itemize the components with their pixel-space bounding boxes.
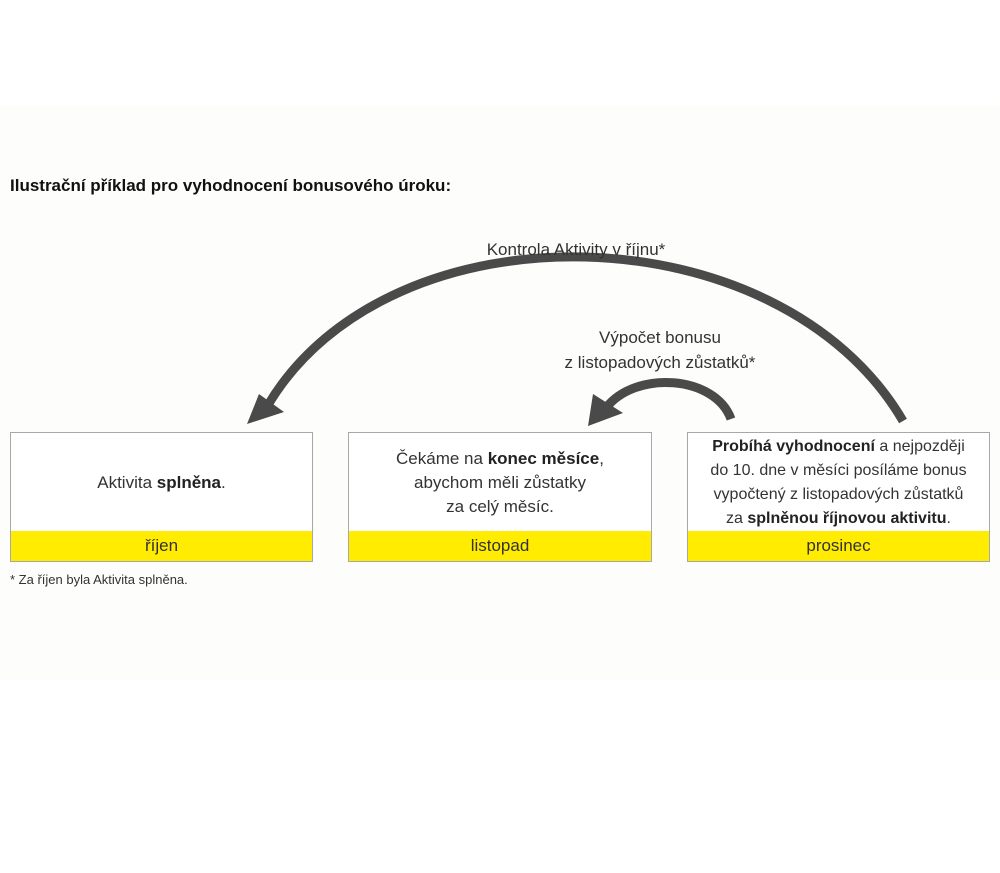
box-december-line4: za splněnou říjnovou aktivitu. [710, 507, 966, 531]
outer-arc-label: Kontrola Aktivity v říjnu* [486, 240, 666, 259]
box-november-text: Čekáme na konec měsíce, abychom měli zůs… [349, 433, 651, 533]
box-december-line1: Probíhá vyhodnocení a nejpozději [710, 435, 966, 459]
footnote: * Za říjen byla Aktivita splněna. [10, 572, 188, 587]
text-part: . [946, 510, 951, 527]
outer-arc-arrow [264, 252, 907, 424]
box-october-text: Aktivita splněna. [11, 433, 312, 533]
outer-arrowhead [247, 394, 284, 424]
text-part: Aktivita [97, 473, 157, 492]
box-november-line2: abychom měli zůstatky [414, 473, 586, 492]
text-part: . [221, 473, 226, 492]
box-december-text: Probíhá vyhodnocení a nejpozději do 10. … [688, 433, 989, 533]
month-bar-december: prosinec [688, 531, 989, 561]
text-bold: konec měsíce [487, 449, 600, 468]
inner-arc-arrow [602, 378, 736, 421]
box-november: Čekáme na konec měsíce, abychom měli zůs… [348, 432, 652, 562]
box-november-line1: Čekáme na konec měsíce, [396, 447, 604, 471]
box-november-line3: za celý měsíc. [446, 497, 554, 516]
inner-arc-label-line1: Výpočet bonusu [599, 328, 721, 347]
text-bold: Probíhá vyhodnocení [712, 438, 875, 455]
text-part: Čekáme na [396, 449, 488, 468]
diagram-title: Ilustrační příklad pro vyhodnocení bonus… [10, 176, 452, 195]
month-bar-november: listopad [349, 531, 651, 561]
inner-arc-label: Výpočet bonusu z listopadových zůstatků* [540, 325, 780, 375]
text-part: a nejpozději [874, 438, 965, 455]
box-december: Probíhá vyhodnocení a nejpozději do 10. … [687, 432, 990, 562]
text-part: za [726, 510, 748, 527]
box-december-line2: do 10. dne v měsíci posíláme bonus [710, 462, 967, 479]
box-october: Aktivita splněna. říjen [10, 432, 313, 562]
inner-arrowhead [588, 394, 623, 426]
background-band [0, 105, 1000, 680]
text-bold: splněnou říjnovou aktivitu [747, 510, 947, 527]
month-bar-october: říjen [11, 531, 312, 561]
inner-arc-label-line2: z listopadových zůstatků* [564, 353, 756, 372]
text-part: , [599, 449, 604, 468]
text-bold: splněna [156, 473, 222, 492]
box-december-line3: vypočtený z listopadových zůstatků [713, 486, 964, 503]
